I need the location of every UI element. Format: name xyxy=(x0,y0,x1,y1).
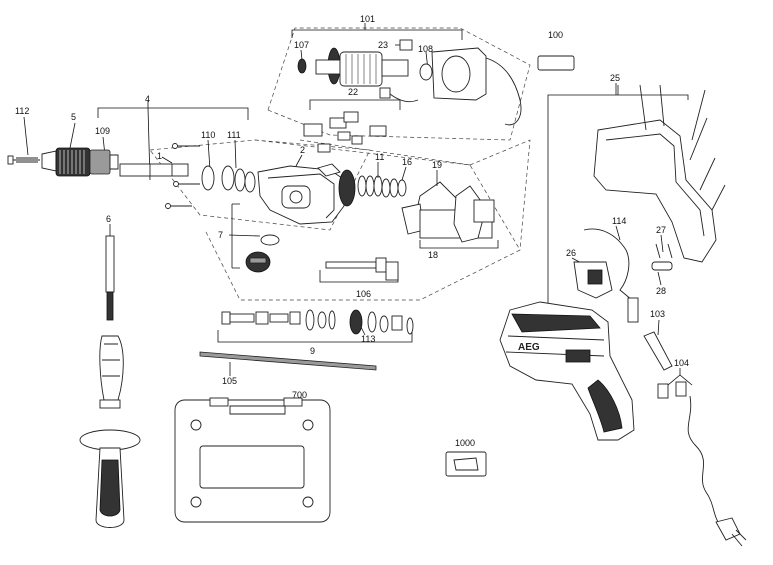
part-103-cable-sleeve xyxy=(643,331,673,371)
label-105: 105 xyxy=(222,376,237,386)
part-101-motor xyxy=(297,39,522,126)
part-18-bearing-plate xyxy=(401,185,495,243)
label-4: 4 xyxy=(145,94,150,104)
part-11-gear-bearing xyxy=(338,169,407,207)
label-700: 700 xyxy=(292,390,307,400)
label-108: 108 xyxy=(418,44,433,54)
part-number-labels: 101 107 23 108 100 25 4 112 5 109 110 11… xyxy=(15,14,689,448)
label-11: 11 xyxy=(375,152,384,162)
label-25: 25 xyxy=(610,73,620,83)
label-101: 101 xyxy=(360,14,375,24)
part-7-ring-and-knob xyxy=(231,203,280,273)
label-9: 9 xyxy=(310,346,315,356)
label-111: 111 xyxy=(227,130,241,140)
label-23: 23 xyxy=(378,40,388,50)
label-22: 22 xyxy=(348,87,358,97)
bracket-lines xyxy=(97,23,689,343)
label-7: 7 xyxy=(218,230,223,240)
part-22-contacts xyxy=(303,111,387,153)
part-100-label xyxy=(537,55,575,71)
label-109: 109 xyxy=(95,126,110,136)
part-110-screws xyxy=(165,143,256,209)
label-1000: 1000 xyxy=(455,438,475,448)
label-106: 106 xyxy=(356,289,371,299)
part-114-cable xyxy=(583,228,639,323)
label-27: 27 xyxy=(656,225,666,235)
label-112: 112 xyxy=(15,106,29,116)
label-110: 110 xyxy=(201,130,215,140)
part-105-depth-rod xyxy=(199,351,377,371)
drill-brand-logo: AEG xyxy=(518,342,540,353)
part-1-spindle xyxy=(119,156,189,177)
label-18: 18 xyxy=(428,250,438,260)
part-5-drill-chuck xyxy=(41,147,119,177)
part-1000-grease-tube-box xyxy=(445,451,487,477)
label-100: 100 xyxy=(548,30,563,40)
part-104-power-cord xyxy=(657,381,747,547)
drill-body: AEG xyxy=(499,301,635,441)
label-26: 26 xyxy=(566,248,576,258)
part-112-screw xyxy=(7,155,40,165)
part-6-side-handle xyxy=(79,235,141,528)
label-103: 103 xyxy=(650,309,665,319)
label-107: 107 xyxy=(294,40,309,50)
part-26-switch xyxy=(573,261,613,299)
part-9-hammer-mechanism xyxy=(221,309,414,335)
part-28-cable-clamp xyxy=(651,261,673,271)
label-1: 1 xyxy=(157,151,162,161)
label-114: 114 xyxy=(612,216,626,226)
label-16: 16 xyxy=(402,157,412,167)
label-113: 113 xyxy=(361,334,375,344)
label-5: 5 xyxy=(71,112,76,122)
part-2-gear-housing xyxy=(257,163,345,225)
label-104: 104 xyxy=(674,358,689,368)
part-700-carry-case xyxy=(174,397,331,523)
label-19: 19 xyxy=(432,160,442,170)
part-25-housing-half xyxy=(593,84,726,263)
label-28: 28 xyxy=(656,286,666,296)
label-2: 2 xyxy=(300,145,305,155)
label-6: 6 xyxy=(106,214,111,224)
part-27-screws xyxy=(655,243,673,259)
part-106-shaft xyxy=(325,257,399,281)
